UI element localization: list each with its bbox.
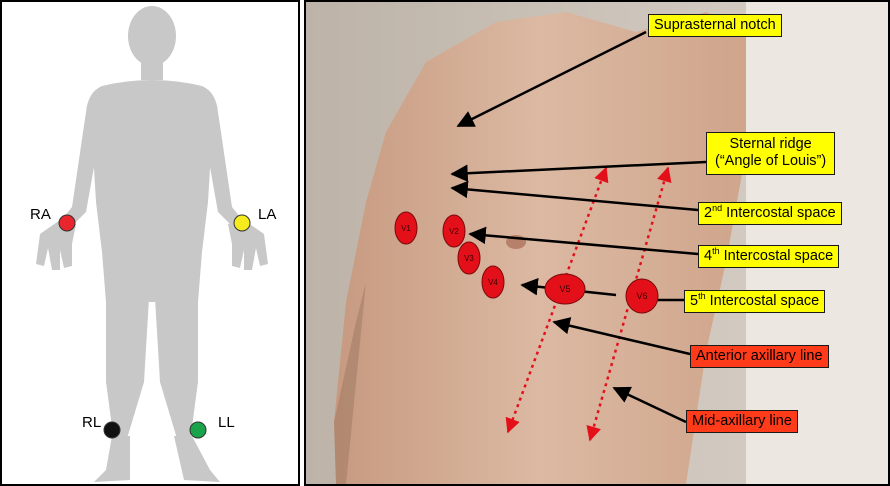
electrode-label-v5: V5 [559, 284, 570, 294]
electrode-label-v4: V4 [488, 278, 498, 287]
label-5th-intercostal: 5th Intercostal space [684, 290, 825, 313]
label-2nd-intercostal: 2nd Intercostal space [698, 202, 842, 225]
label-sternal-ridge: Sternal ridge (“Angle of Louis”) [706, 132, 835, 175]
electrode-label-v2: V2 [449, 227, 459, 236]
electrode-ra [59, 215, 75, 231]
limb-electrodes [2, 2, 298, 484]
electrode-label-v1: V1 [401, 224, 411, 233]
label-suprasternal-notch: Suprasternal notch [648, 14, 782, 37]
chest-illustration: V1 V2 V3 V4 V5 V6 [306, 2, 888, 484]
electrode-la [234, 215, 250, 231]
precordial-lead-diagram: V1 V2 V3 V4 V5 V6 Suprasternal notch Ste… [304, 0, 890, 486]
label-anterior-axillary-line: Anterior axillary line [690, 345, 829, 368]
electrode-label-v6: V6 [636, 291, 647, 301]
electrode-ll [190, 422, 206, 438]
electrode-label-v3: V3 [464, 254, 474, 263]
label-mid-axillary-line: Mid-axillary line [686, 410, 798, 433]
label-4th-intercostal: 4th Intercostal space [698, 245, 839, 268]
limb-lead-diagram: RA LA RL LL [0, 0, 300, 486]
electrode-rl [104, 422, 120, 438]
